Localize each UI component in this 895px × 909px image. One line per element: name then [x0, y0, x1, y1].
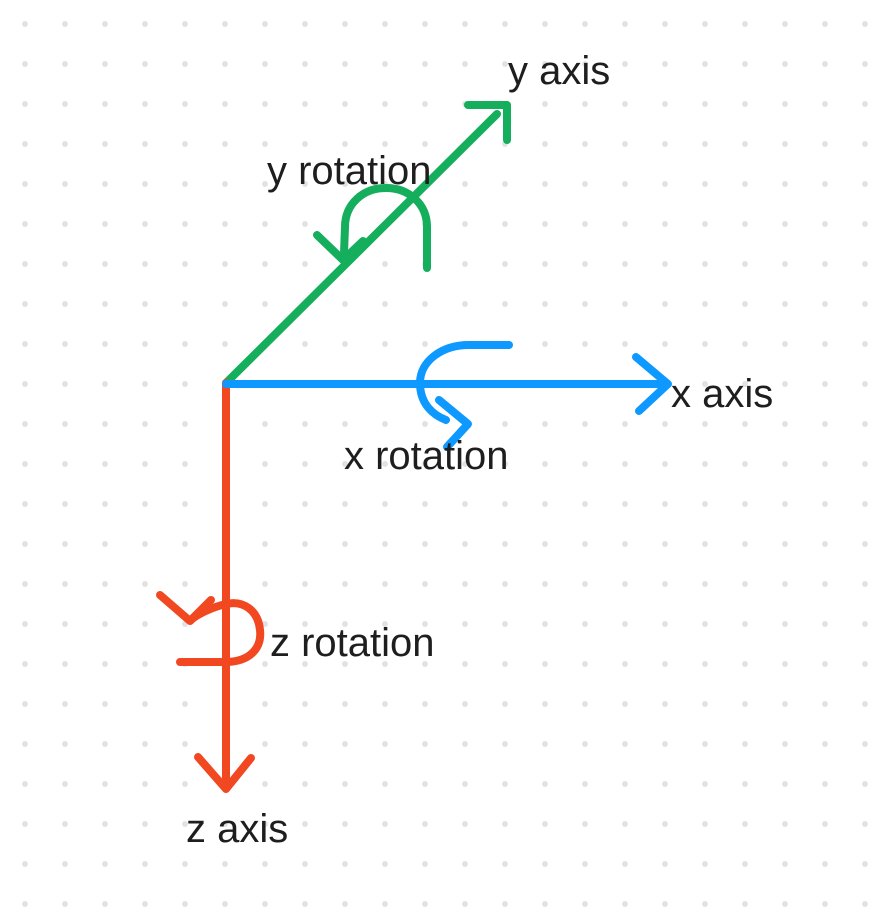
y-rotation-arc	[340, 184, 431, 272]
z-axis-arrowhead	[194, 753, 255, 793]
z-rotation-arrow[interactable]	[156, 591, 265, 666]
x-rotation-arc	[416, 341, 513, 424]
y-axis-label[interactable]: y axis	[508, 49, 611, 93]
x-axis-label[interactable]: x axis	[671, 372, 774, 416]
z-rotation-label[interactable]: z rotation	[270, 621, 435, 665]
y-rotation-label[interactable]: y rotation	[267, 149, 432, 193]
z-axis-arrow[interactable]	[194, 379, 255, 793]
z-rotation-arc	[176, 599, 265, 666]
y-rotation-arrowhead	[313, 231, 367, 264]
x-axis-arrowhead	[632, 353, 672, 415]
y-axis-arrow[interactable]	[222, 101, 511, 387]
x-rotation-arrow[interactable]	[416, 341, 513, 451]
x-rotation-label[interactable]: x rotation	[344, 434, 509, 478]
y-axis-arrowhead	[464, 101, 511, 144]
x-axis-arrow[interactable]	[222, 353, 672, 415]
z-rotation-arrowhead	[156, 591, 215, 625]
y-rotation-arrow[interactable]	[313, 184, 431, 272]
x-rotation-arrowhead	[435, 396, 472, 451]
z-axis-label[interactable]: z axis	[186, 807, 289, 851]
y-axis-line	[222, 110, 501, 387]
